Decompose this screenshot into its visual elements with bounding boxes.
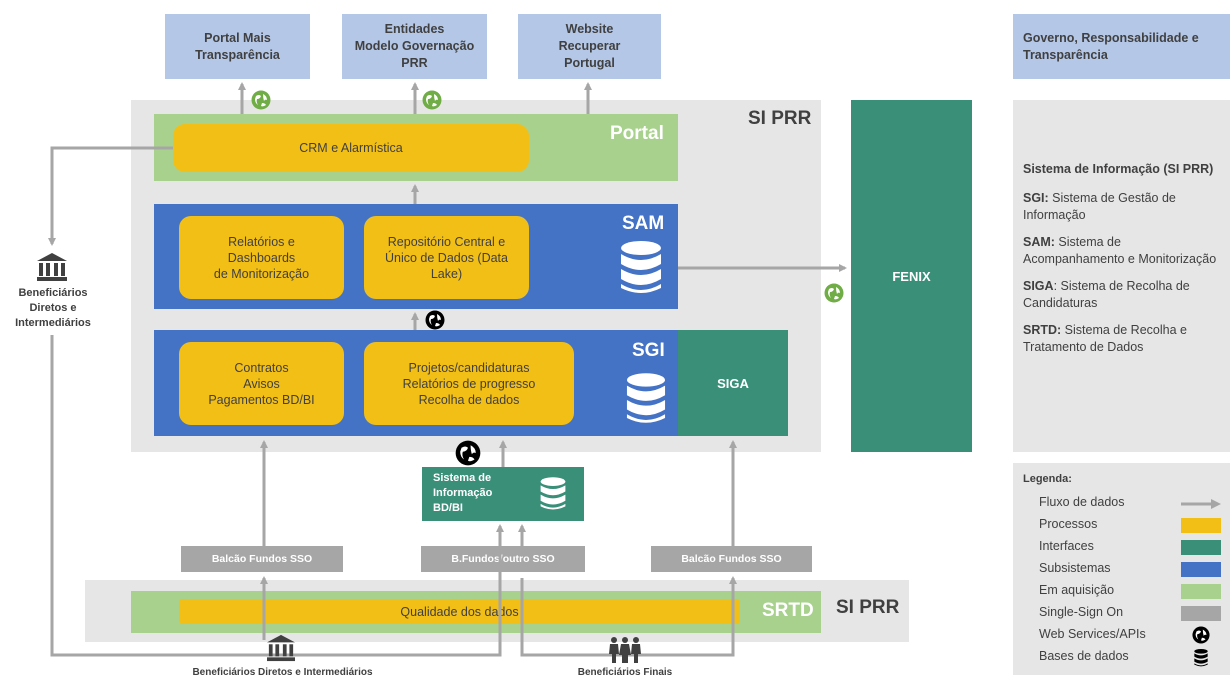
desc-sam: SAM: Sistema de Acompanhamento e Monitor… [1023, 234, 1220, 268]
sgi-projects-label: Projetos/candidaturas Relatórios de prog… [402, 360, 536, 407]
bd-bi-system-label: Sistema de Informação BD/BI [433, 472, 493, 514]
legend-swatch-aquisicao [1181, 584, 1221, 599]
legend-label-aquisicao: Em aquisição [1039, 583, 1115, 597]
legend-label-fluxo: Fluxo de dados [1039, 495, 1125, 509]
legend-label-subsistemas: Subsistemas [1039, 561, 1111, 575]
legend-label-sso: Single-Sign On [1039, 605, 1124, 619]
sso-right-label: Balcão Fundos SSO [681, 553, 782, 565]
portal-mais-transparencia-box: Portal Mais Transparência [165, 14, 310, 79]
si-prr-top-title: SI PRR [748, 108, 812, 129]
desc-sgi-text: Sistema de Gestão de Informação [1023, 191, 1176, 222]
siga-label: SIGA [717, 375, 749, 391]
website-recuperar-label: Website Recuperar Portugal [558, 22, 621, 70]
fenix-interface: FENIX [851, 100, 972, 452]
sgi-contracts-process: Contratos Avisos Pagamentos BD/BI [179, 342, 344, 425]
sso-balcao-fundos-left: Balcão Fundos SSO [181, 546, 343, 572]
crm-label: CRM e Alarmística [299, 141, 403, 155]
qualidade-dados-label: Qualidade dos dados [400, 604, 519, 619]
sso-left-label: Balcão Fundos SSO [211, 553, 313, 565]
beneficiaries-bottom-left-label: Beneficiários Diretos e Intermediários [192, 667, 373, 678]
entidades-modelo-label: Entidades Modelo Governação PRR [354, 22, 475, 70]
desc-sgi-abbr: SGI: [1023, 191, 1049, 205]
bd-bi-database-icon [540, 477, 566, 510]
sgi-projects-process: Projetos/candidaturas Relatórios de prog… [364, 342, 574, 425]
legend-swatch-interfaces [1181, 540, 1221, 555]
beneficiaries-left-label: Beneficiários Diretos e Intermediários [15, 287, 91, 329]
legend-panel: Legenda: Fluxo de dados Processos Interf… [1013, 463, 1230, 675]
si-prr-bottom-title: SI PRR [836, 597, 900, 618]
legend-swatch-subsistemas [1181, 562, 1221, 577]
legend-label-bases: Bases de dados [1039, 649, 1129, 663]
srtd-title: SRTD [762, 600, 814, 621]
sam-repo-process: Repositório Central e Único de Dados (Da… [364, 216, 529, 299]
globe-icon [824, 283, 844, 303]
sam-title: SAM [622, 213, 665, 234]
legend-label-interfaces: Interfaces [1039, 539, 1094, 553]
sgi-contracts-label: Contratos Avisos Pagamentos BD/BI [208, 360, 315, 407]
qualidade-dados-process: Qualidade dos dados [179, 599, 740, 624]
globe-icon [251, 90, 271, 110]
desc-siga-text: : Sistema de Recolha de Candidaturas [1023, 279, 1190, 310]
bank-icon [267, 634, 295, 662]
legend-swatch-sso [1181, 606, 1221, 621]
bank-icon [37, 253, 67, 281]
globe-icon [422, 90, 442, 110]
beneficiaries-final-label: Beneficiários Finais [577, 667, 673, 678]
people-icon [609, 637, 641, 663]
sgi-title: SGI [632, 340, 665, 361]
line-left-beneficiaries-down [50, 335, 504, 657]
desc-sam-abbr: SAM: [1023, 235, 1055, 249]
sam-reports-label: Relatórios e Dashboards de Monitorização [213, 234, 310, 281]
desc-sgi: SGI: Sistema de Gestão de Informação [1023, 190, 1220, 224]
fenix-label: FENIX [892, 268, 931, 284]
arrow-crm-to-beneficiaries [48, 146, 173, 246]
sam-repo-label: Repositório Central e Único de Dados (Da… [385, 234, 508, 281]
siga-interface: SIGA [678, 330, 788, 436]
desc-sam-text: Sistema de Acompanhamento e Monitorizaçã… [1023, 235, 1217, 266]
si-description-title: Sistema de Informação (SI PRR) [1023, 162, 1214, 176]
sso-middle-label: B.Fundos/outro SSO [451, 553, 555, 565]
portal-title: Portal [610, 123, 664, 144]
globe-icon [1192, 626, 1210, 644]
desc-srtd: SRTD: Sistema de Recolha e Tratamento de… [1023, 322, 1220, 356]
globe-icon [455, 440, 481, 466]
globe-icon [425, 310, 445, 330]
si-description-panel: Sistema de Informação (SI PRR) SGI: Sist… [1013, 100, 1230, 452]
desc-siga: SIGA: Sistema de Recolha de Candidaturas [1023, 278, 1220, 312]
entidades-modelo-box: Entidades Modelo Governação PRR [342, 14, 487, 79]
sso-balcao-fundos-right: Balcão Fundos SSO [651, 546, 812, 572]
desc-siga-abbr: SIGA [1023, 279, 1054, 293]
legend-label-processos: Processos [1039, 517, 1098, 531]
crm-process: CRM e Alarmística [173, 124, 529, 172]
desc-srtd-abbr: SRTD: [1023, 323, 1062, 337]
governance-box: Governo, Responsabilidade e Transparênci… [1013, 14, 1230, 79]
website-recuperar-box: Website Recuperar Portugal [518, 14, 661, 79]
governance-label: Governo, Responsabilidade e Transparênci… [1023, 30, 1199, 62]
database-icon [1194, 649, 1208, 667]
legend-label-webservices: Web Services/APIs [1039, 627, 1146, 641]
sam-database-icon [621, 241, 661, 293]
sam-reports-process: Relatórios e Dashboards de Monitorização [179, 216, 344, 299]
portal-mais-transparencia-label: Portal Mais Transparência [195, 30, 280, 62]
desc-srtd-text: Sistema de Recolha e Tratamento de Dados [1023, 323, 1187, 354]
sso-bfundos-outro: B.Fundos/outro SSO [421, 546, 585, 572]
legend-title: Legenda: [1023, 473, 1072, 485]
sgi-database-icon [626, 373, 666, 423]
legend-swatch-processos [1181, 518, 1221, 533]
legend-arrow-swatch [1181, 499, 1221, 509]
